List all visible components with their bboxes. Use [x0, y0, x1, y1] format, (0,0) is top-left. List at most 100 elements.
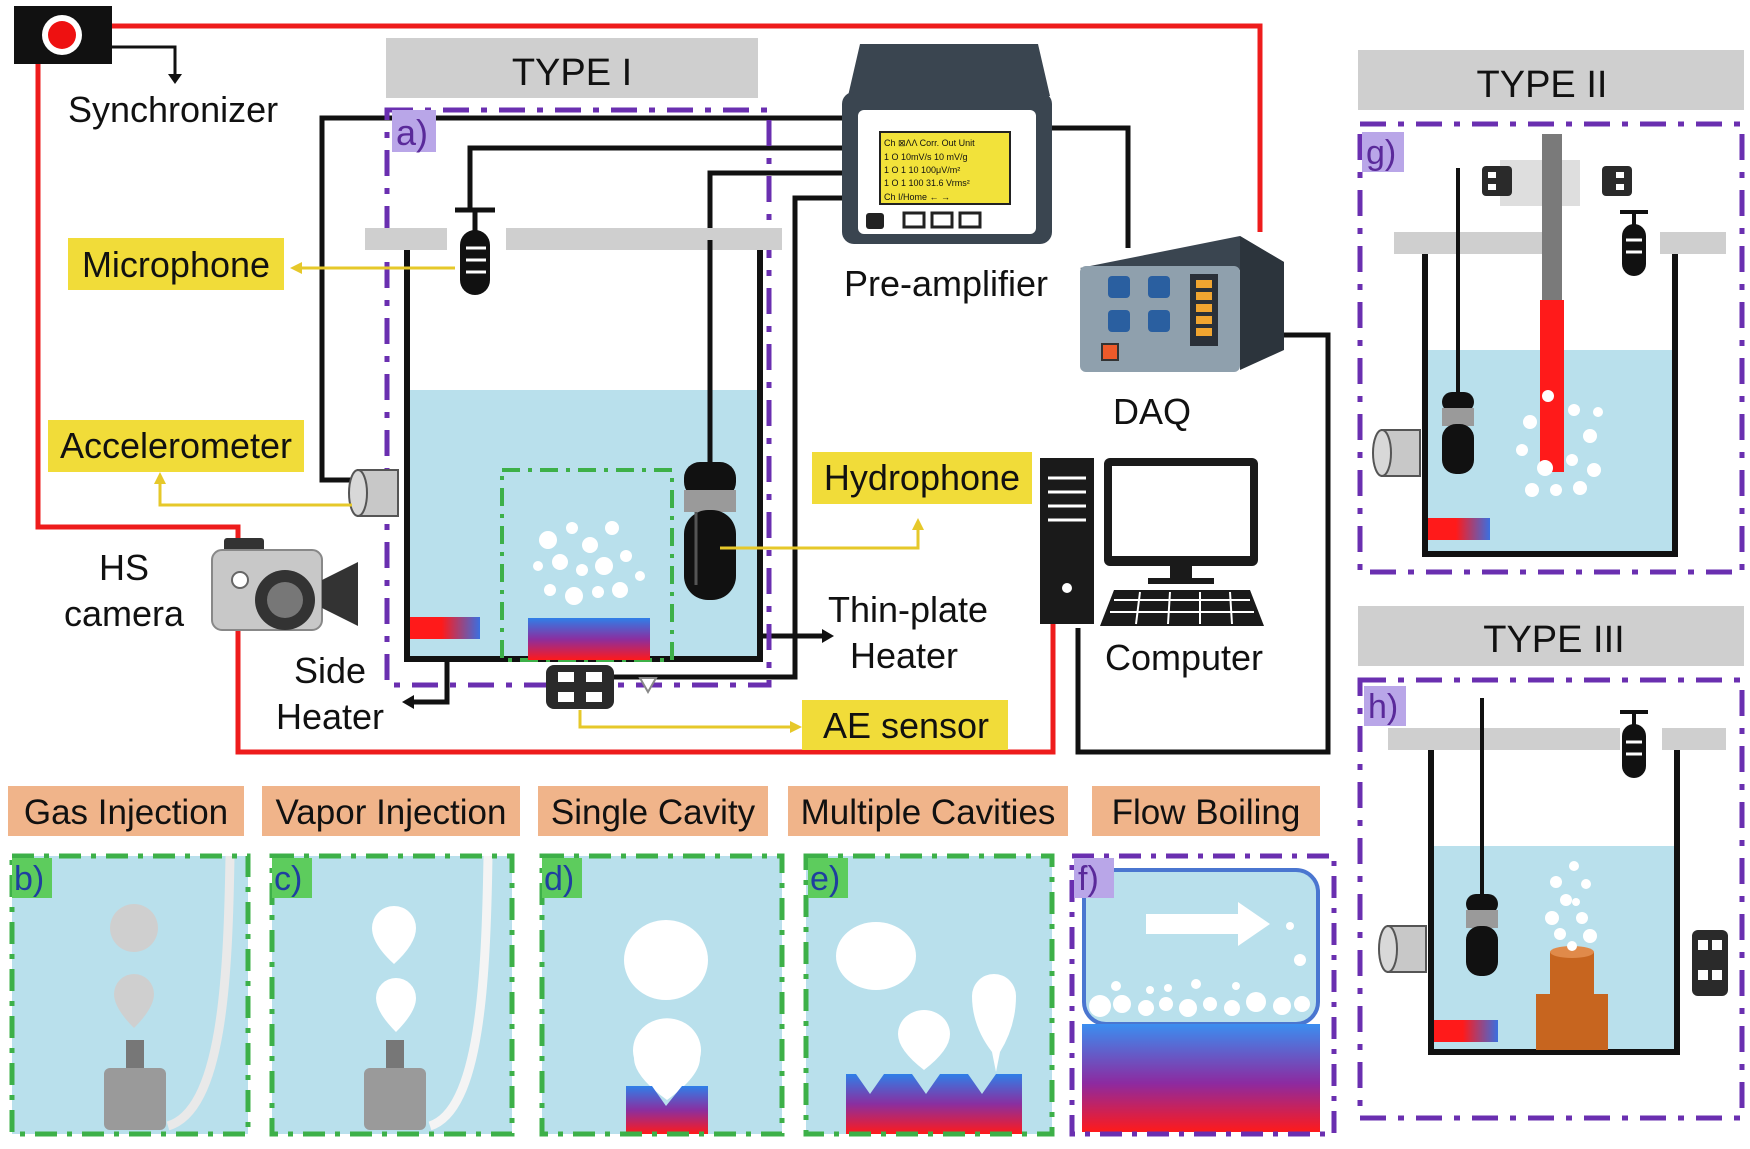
- hydrophone-icon: [684, 240, 736, 600]
- panel-a-tag: [392, 110, 436, 152]
- type3-side-heater: [1434, 1020, 1498, 1042]
- hydrophone-tag: [812, 452, 1032, 504]
- flow-boiling-tag: [1092, 786, 1320, 836]
- flow-direction-arrow-icon: [1146, 902, 1270, 946]
- vapor-injection-tag: [262, 786, 520, 836]
- panel-f-flow-boiling: f): [1069, 853, 1337, 1137]
- pre-amplifier-device: [842, 44, 1052, 244]
- hs-camera-label-1: HS: [99, 547, 149, 588]
- type1-frame: [384, 107, 772, 688]
- preamp-screen-row2: 1 O 1 10 100μV/m²: [884, 165, 960, 175]
- type2-header: TYPE II: [1477, 64, 1608, 106]
- bubbles-type1: [533, 521, 645, 605]
- panel-d-letter: d): [544, 860, 574, 898]
- panel-f-letter: f): [1078, 860, 1099, 898]
- type1-header-bar: [386, 38, 758, 98]
- type3-frame: [1357, 677, 1745, 1121]
- panel-h-tag: [1364, 686, 1406, 726]
- type3-header-bar: [1358, 606, 1744, 666]
- synchronizer-device: [14, 6, 182, 84]
- panel-a-letter: a): [396, 112, 428, 153]
- panel-c-vapor-injection: c): [269, 853, 515, 1137]
- daq-label: DAQ: [1113, 391, 1191, 432]
- sync-wiring: [35, 23, 1263, 755]
- panel-c-letter: c): [274, 860, 302, 898]
- type3-lid-right: [1662, 728, 1726, 750]
- microphone-icon: [455, 207, 495, 295]
- microphone-tag: [68, 238, 284, 290]
- heater-rod-shaft: [1542, 134, 1562, 304]
- ae-sensor-tag: [802, 700, 1008, 750]
- panel-e-letter: e): [810, 860, 840, 898]
- gas-injection-label: Gas Injection: [24, 793, 228, 832]
- panel-d-single-cavity: d): [539, 853, 785, 1137]
- copper-heater-icon: [1536, 946, 1608, 1050]
- multiple-cavities-label: Multiple Cavities: [801, 793, 1056, 832]
- gas-injection-tag: [8, 786, 244, 836]
- type3-microphone-icon: [1620, 710, 1648, 778]
- ae-sensor-icon: [546, 665, 658, 709]
- thin-plate-heater: [528, 618, 650, 660]
- preamp-screen-header: Ch ⊠ΛΛ Corr. Out Unit: [884, 138, 975, 148]
- panel-g-letter: g): [1366, 134, 1396, 172]
- computer-label: Computer: [1105, 637, 1263, 678]
- type3-hydrophone-icon: [1466, 698, 1498, 976]
- panel-e-multiple-cavities: e): [803, 853, 1055, 1137]
- panel-b-letter: b): [14, 860, 44, 898]
- type1-header: TYPE I: [512, 52, 632, 94]
- ae-sensor-label: AE sensor: [823, 705, 989, 746]
- vapor-injection-label: Vapor Injection: [276, 793, 507, 832]
- bubbles-type3: [1545, 861, 1597, 951]
- type2-lid-right: [1660, 232, 1726, 254]
- panel-h-letter: h): [1368, 688, 1398, 726]
- type3-header: TYPE III: [1483, 619, 1624, 661]
- preamp-screen: Ch ⊠ΛΛ Corr. Out Unit 1 O 10mV/s 10 mV/g…: [884, 138, 975, 202]
- type3-lid-left: [1388, 728, 1620, 750]
- lid-left: [365, 228, 447, 250]
- type2-accelerometer-icon: [1372, 429, 1421, 477]
- hs-camera-label-2: camera: [64, 593, 185, 634]
- single-cavity-label: Single Cavity: [551, 793, 756, 832]
- clamp-block: [1500, 160, 1580, 206]
- type2-tank-walls: [1422, 254, 1678, 557]
- synchronizer-label: Synchronizer: [68, 89, 278, 130]
- preamp-screen-row1: 1 O 10mV/s 10 mV/g: [884, 152, 968, 162]
- side-heater-label-1: Side: [294, 650, 366, 691]
- heater-rod: [1540, 300, 1564, 472]
- type2-frame: [1357, 121, 1745, 575]
- accelerometer-icon: [348, 469, 399, 517]
- lid-right: [506, 228, 782, 250]
- side-heater: [410, 617, 480, 639]
- pre-amplifier-label: Pre-amplifier: [844, 263, 1048, 304]
- side-heater-label-2: Heater: [276, 696, 384, 737]
- computer-icon: [1040, 458, 1264, 626]
- hydrophone-label: Hydrophone: [824, 457, 1020, 498]
- panel-b-gas-injection: b): [9, 853, 251, 1137]
- multiple-cavities-tag: [788, 786, 1068, 836]
- microphone-label: Microphone: [82, 244, 270, 285]
- daq-device: [1080, 236, 1284, 372]
- preamp-screen-footer: Ch I/Home ← →: [884, 192, 950, 202]
- type3-tank-walls: [1428, 750, 1680, 1055]
- type2-lid-left: [1394, 232, 1542, 254]
- sensor-leader-lines: [158, 266, 920, 729]
- leader-arrowheads: [154, 262, 924, 733]
- accelerometer-label: Accelerometer: [60, 425, 292, 466]
- thin-plate-label-1: Thin-plate: [828, 589, 988, 630]
- type2-hydrophone-icon: [1442, 168, 1474, 474]
- bubbles-type2: [1516, 390, 1603, 497]
- accelerometer-tag: [48, 420, 304, 472]
- clamp-left-icon: [1482, 166, 1512, 196]
- preamp-screen-row3: 1 O 1 100 31.6 Vrms²: [884, 178, 970, 188]
- clamp-right-icon: [1602, 166, 1632, 196]
- type2-microphone-icon: [1620, 210, 1648, 276]
- single-cavity-tag: [538, 786, 768, 836]
- flow-boiling-label: Flow Boiling: [1112, 793, 1301, 832]
- type2-side-heater: [1428, 518, 1490, 540]
- type3-ae-sensor-icon: [1692, 930, 1728, 996]
- camera-icon: [211, 538, 358, 631]
- type3-accelerometer-icon: [1378, 925, 1427, 973]
- type2-header-bar: [1358, 50, 1744, 110]
